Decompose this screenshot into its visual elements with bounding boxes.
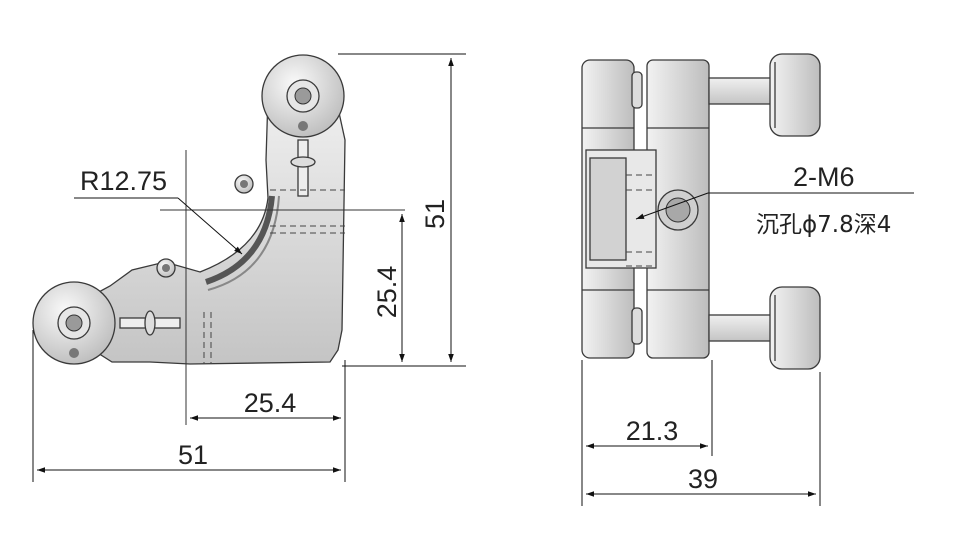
front-inner-height-label: 25.4	[372, 266, 402, 319]
front-mount-body	[83, 95, 346, 365]
side-top-knob	[769, 53, 821, 137]
side-width-label: 39	[688, 464, 718, 494]
front-height-label: 51	[420, 199, 450, 229]
side-top-screw-shaft	[708, 77, 775, 105]
front-locking-pin-vertical	[290, 139, 316, 197]
front-left-hex-socket-icon	[65, 314, 83, 332]
front-view: R12.75 51 25.4 25.4 51	[32, 53, 466, 482]
side-partial-width-label: 21.3	[626, 416, 679, 446]
front-locking-pin-horizontal	[119, 310, 181, 336]
front-top-hex-socket-icon	[294, 87, 312, 105]
counterbore-spec-label: 沉孔ϕ7.8深4	[756, 212, 891, 238]
radius-label: R12.75	[80, 166, 167, 196]
thread-spec-label: 2-M6	[793, 162, 855, 192]
side-bottom-knob	[769, 286, 821, 370]
front-inner-width-label: 25.4	[244, 388, 297, 418]
side-view: 2-M6 沉孔ϕ7.8深4 21.3 39	[581, 53, 914, 506]
side-bottom-screw-shaft	[708, 314, 775, 342]
front-width-label: 51	[178, 440, 208, 470]
